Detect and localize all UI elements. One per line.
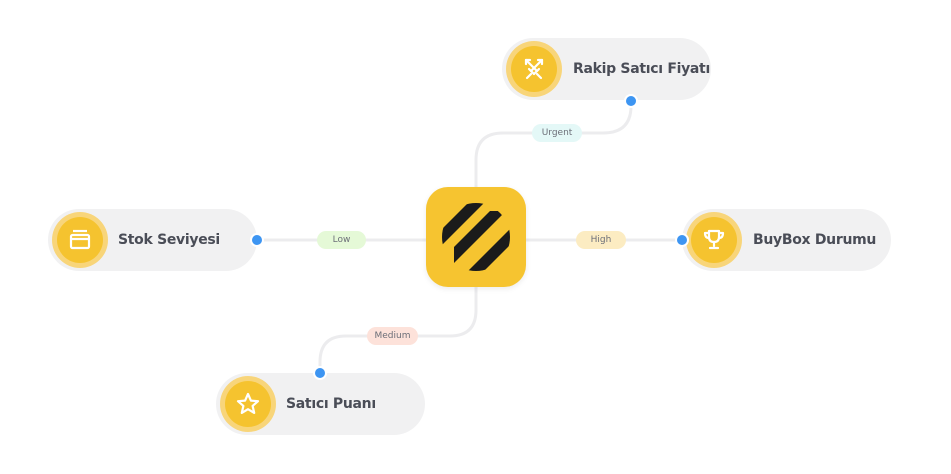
priority-low: Low <box>317 231 366 249</box>
node-buybox-durumu[interactable]: BuyBox Durumu <box>682 209 891 271</box>
node-stok-seviyesi[interactable]: Stok Seviyesi <box>48 209 257 271</box>
priority-medium: Medium <box>367 327 418 345</box>
connector-dot-buybox <box>677 235 687 245</box>
node-label: BuyBox Durumu <box>753 232 877 248</box>
box-icon <box>69 229 91 250</box>
star-icon <box>236 392 260 414</box>
node-badge <box>52 212 108 268</box>
node-label: Rakip Satıcı Fiyatı <box>573 61 710 77</box>
priority-urgent: Urgent <box>532 124 582 142</box>
node-label: Satıcı Puanı <box>286 396 376 412</box>
node-rakip-satici-fiyati[interactable]: Rakip Satıcı Fiyatı <box>502 38 711 100</box>
center-hub[interactable] <box>426 187 526 287</box>
priority-high: High <box>576 231 626 249</box>
node-label: Stok Seviyesi <box>118 232 220 248</box>
node-satici-puani[interactable]: Satıcı Puanı <box>216 373 425 435</box>
swords-icon <box>524 58 544 80</box>
node-badge <box>506 41 562 97</box>
node-badge <box>220 376 276 432</box>
brand-logo-icon <box>442 203 510 271</box>
node-badge <box>686 212 742 268</box>
trophy-icon <box>703 229 725 250</box>
connector-dot-stok <box>252 235 262 245</box>
connector-dot-satici <box>315 368 325 378</box>
connector-dot-rakip <box>626 96 636 106</box>
connector-rakip <box>474 99 633 189</box>
